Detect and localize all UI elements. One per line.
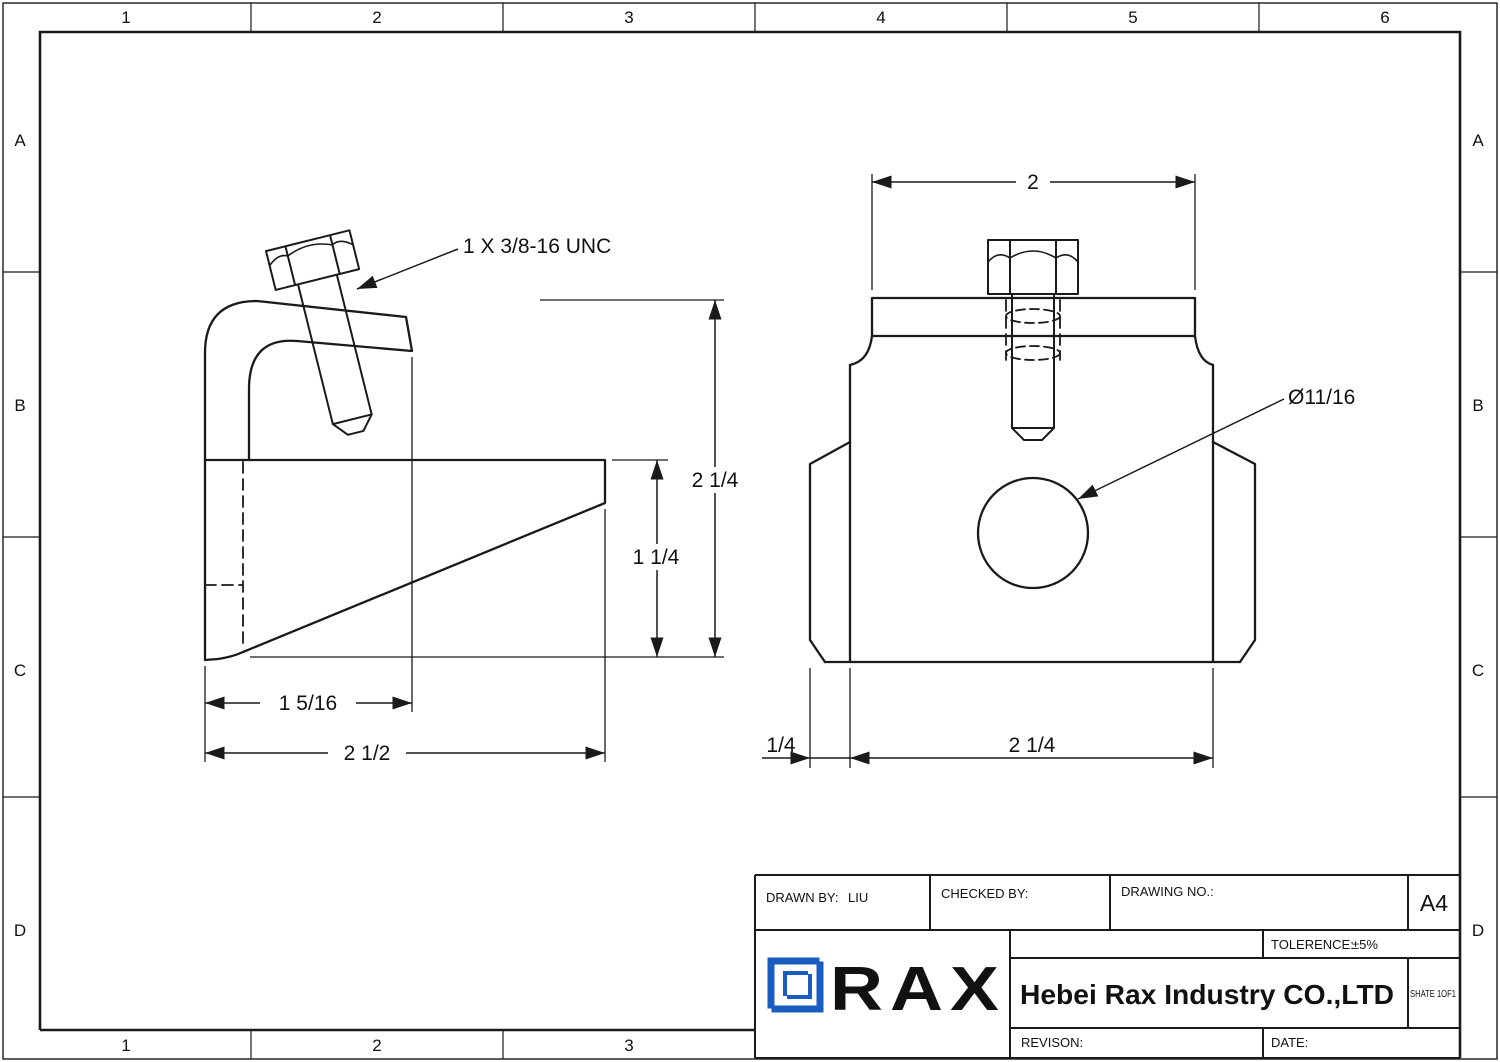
- dim-base-width-label: 2 1/2: [344, 742, 391, 765]
- zone-row-label: A: [14, 131, 26, 150]
- bolt-shank: [297, 273, 373, 436]
- zone-labels: 1 2 3 4 5 6 1 2 3 A B C D A B C D: [14, 8, 1484, 1055]
- revision-label: REVISON:: [1021, 1035, 1083, 1050]
- hole-diameter-label: Ø11/16: [1288, 386, 1355, 409]
- bolt-head: [265, 229, 361, 291]
- front-view-dim-text: 2 1/4 2 1/4 Ø11/16: [766, 171, 1355, 757]
- title-block-text: DRAWN BY: LIU CHECKED BY: DRAWING NO.: A…: [766, 884, 1456, 1050]
- rax-logo-icon: [767, 957, 824, 1013]
- checked-by-label: CHECKED BY:: [941, 886, 1028, 901]
- flange-fillets: [848, 334, 1215, 367]
- dim-text-mask: [617, 544, 695, 570]
- title-block-lines: [754, 874, 1461, 1059]
- sheet-note: SHATE 1OF1: [1410, 988, 1456, 1000]
- date-label: DATE:: [1271, 1035, 1308, 1050]
- drawn-by-value: LIU: [848, 890, 868, 905]
- dim-opening-height-label: 1 1/4: [633, 546, 680, 569]
- zone-row-label: C: [1472, 661, 1484, 680]
- flange-outline: [870, 296, 1197, 338]
- dim-side-offset-label: 1/4: [766, 734, 796, 757]
- logo-bracket-outer: [767, 957, 820, 1009]
- dim-text-mask: [260, 690, 356, 716]
- extension-lines: [809, 174, 1214, 768]
- bolt-front: [987, 239, 1079, 441]
- title-block: [754, 874, 1461, 1059]
- zone-row-label: C: [14, 661, 26, 680]
- tolerance-label: TOLERENCE:: [1271, 937, 1354, 952]
- zone-row-label: B: [14, 396, 25, 415]
- zone-col-label: 2: [372, 8, 381, 27]
- side-view-dim-text: 1 5/16 2 1/2 1 1/4 2 1/4 1 X 3/8-16 UNC: [279, 235, 739, 765]
- logo-bracket-small-1: [783, 971, 808, 996]
- dim-text-mask: [328, 740, 406, 766]
- bolt-shank-front: [1011, 293, 1055, 441]
- zone-col-label: 4: [876, 8, 885, 27]
- zone-col-label: 1: [121, 8, 130, 27]
- dim-top-width-label: 2: [1027, 171, 1039, 194]
- dim-text-mask: [1016, 170, 1050, 194]
- zone-col-label: 3: [624, 8, 633, 27]
- thread-leader-line: [356, 248, 459, 290]
- side-ears: [808, 440, 1257, 664]
- threaded-hole-bottom: [1005, 345, 1061, 361]
- zone-col-label: 2: [372, 1036, 381, 1055]
- zone-row-label: D: [1472, 921, 1484, 940]
- dim-body-width-label: 2 1/4: [1009, 734, 1056, 757]
- inner-border: [38, 30, 1462, 1058]
- dim-text-mask: [676, 467, 754, 493]
- logo-bracket-small-2: [787, 974, 812, 999]
- zone-row-label: D: [14, 921, 26, 940]
- clamp-body-outline: [203, 458, 607, 662]
- zone-row-label: B: [1472, 396, 1483, 415]
- logo-bracket-inner: [771, 961, 824, 1013]
- dim-total-height-label: 2 1/4: [692, 469, 739, 492]
- zone-row-label: A: [1472, 131, 1484, 150]
- clamp-hook-outline: [203, 299, 414, 462]
- extension-lines: [204, 299, 724, 762]
- tolerance-value: ±5%: [1352, 937, 1378, 952]
- side-view-dimensions: [204, 248, 754, 766]
- company-name: Hebei Rax Industry CO.,LTD: [1020, 979, 1394, 1010]
- drawing-no-label: DRAWING NO.:: [1121, 884, 1214, 899]
- thread-note-label: 1 X 3/8-16 UNC: [463, 235, 611, 258]
- hidden-lines: [204, 461, 244, 649]
- zone-col-label: 6: [1380, 8, 1389, 27]
- bolt-head-front-facets: [987, 250, 1079, 263]
- zone-col-label: 3: [624, 1036, 633, 1055]
- dim-hook-reach-label: 1 5/16: [279, 692, 337, 715]
- front-view-dimensions: [762, 170, 1285, 768]
- zone-col-label: 1: [121, 1036, 130, 1055]
- threaded-hole-top: [1005, 308, 1061, 324]
- clamp-hole: [976, 476, 1090, 590]
- rax-logo-text: RAX: [830, 955, 1006, 1024]
- zone-col-label: 5: [1128, 8, 1137, 27]
- side-view: [203, 229, 607, 662]
- paper-size-label: A4: [1420, 890, 1448, 916]
- body-edges: [848, 363, 1215, 664]
- bolt-side: [265, 229, 373, 436]
- front-view: [808, 239, 1257, 664]
- bolt-head-facets: [268, 240, 354, 267]
- bolt-head-front: [987, 239, 1079, 295]
- threaded-hole-hidden: [1005, 299, 1061, 361]
- hole-leader-line: [1077, 398, 1285, 500]
- zone-ticks: [3, 3, 1497, 1059]
- drawn-by-label: DRAWN BY:: [766, 890, 838, 905]
- rax-logo: RAX: [767, 955, 1006, 1024]
